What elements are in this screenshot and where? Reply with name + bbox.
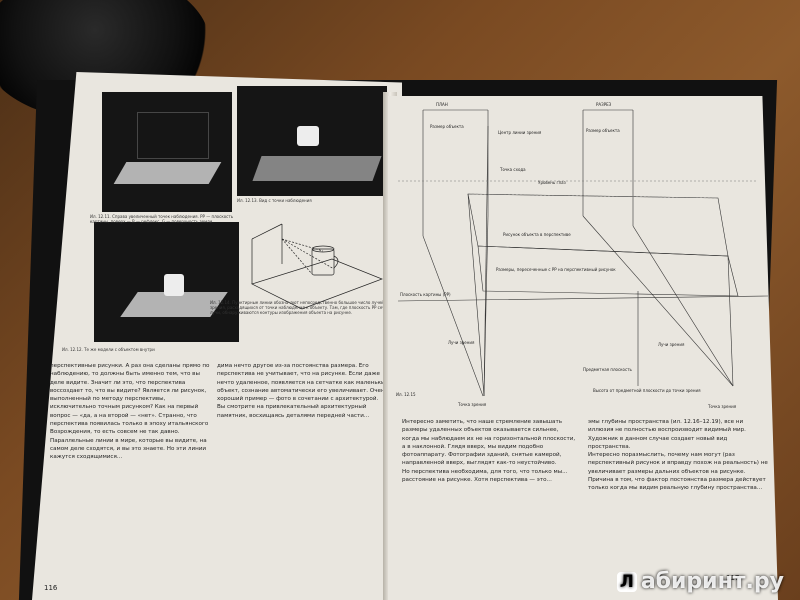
caption-fig-12-12: Ил. 12.12. Те же модели с объектом внутр…	[62, 347, 155, 352]
left-page: Ил. 12.11. Справа увеличенный точек набл…	[32, 72, 402, 600]
photo-cup-model	[94, 222, 239, 342]
caption-fig-12-14: Ил. 12.14. Пунктирные линии обозначают н…	[210, 300, 390, 315]
label-section: РАЗРЕЗ	[596, 102, 612, 107]
figure-caption-12-15: Ил. 12.15	[396, 392, 416, 397]
watermark-text: абиринт.ру	[640, 569, 784, 594]
label-view-point-bottom-left: Точка зрения	[457, 402, 487, 407]
label-object-size-right: Размер объекта	[586, 128, 620, 133]
label-view-center: Центр линии зрения	[498, 130, 542, 135]
right-page: ПЛАН РАЗРЕЗ Размер объекта Центр линии з…	[388, 96, 778, 600]
labirint-logo-icon: Л	[616, 572, 637, 592]
right-text-column-2: эмы глубины пространства (ил. 12.16–12.1…	[588, 419, 768, 492]
photo-grid-model	[102, 92, 232, 212]
perspective-line-drawing	[251, 223, 383, 310]
label-object-plane: Предметная плоскость	[583, 367, 633, 372]
left-text-column-1: перспективные рисунки. А раз она сделаны…	[50, 363, 210, 461]
right-text-column-1: Интересно заметить, что наше стремление …	[402, 419, 576, 484]
label-view-point: Точка схода	[499, 167, 526, 172]
label-sight-lines-right: Лучи зрения	[658, 342, 685, 347]
label-view-point-bottom-right: Точка зрения	[707, 404, 737, 409]
caption-fig-12-11: Ил. 12.11. Справа увеличенный точек набл…	[90, 214, 234, 224]
left-text-column-2: дима нечто другое из-за постоянства разм…	[217, 363, 389, 419]
label-eye-level: Уровень глаз	[538, 180, 566, 185]
label-sizes-note: Размеры, пересеченные с PP на перспектив…	[496, 267, 616, 272]
label-height-note: Высота от предметной плоскости до точки …	[593, 388, 701, 393]
left-page-number: 116	[44, 584, 58, 592]
label-sight-lines-left: Лучи зрения	[448, 340, 475, 345]
label-object-size: Размер объекта	[430, 124, 464, 129]
photo-cup-view	[237, 86, 387, 196]
label-object-drawing: Рисунок объекта в перспективе	[503, 232, 571, 237]
label-picture-plane: Плоскость картины (PP)	[400, 292, 451, 297]
caption-fig-12-13: Ил. 12.13. Вид с точки наблюдения	[237, 198, 312, 203]
perspective-diagram: ПЛАН РАЗРЕЗ Размер объекта Центр линии з…	[396, 102, 769, 409]
label-plan: ПЛАН	[436, 102, 448, 107]
right-page-number: 117	[726, 574, 740, 582]
